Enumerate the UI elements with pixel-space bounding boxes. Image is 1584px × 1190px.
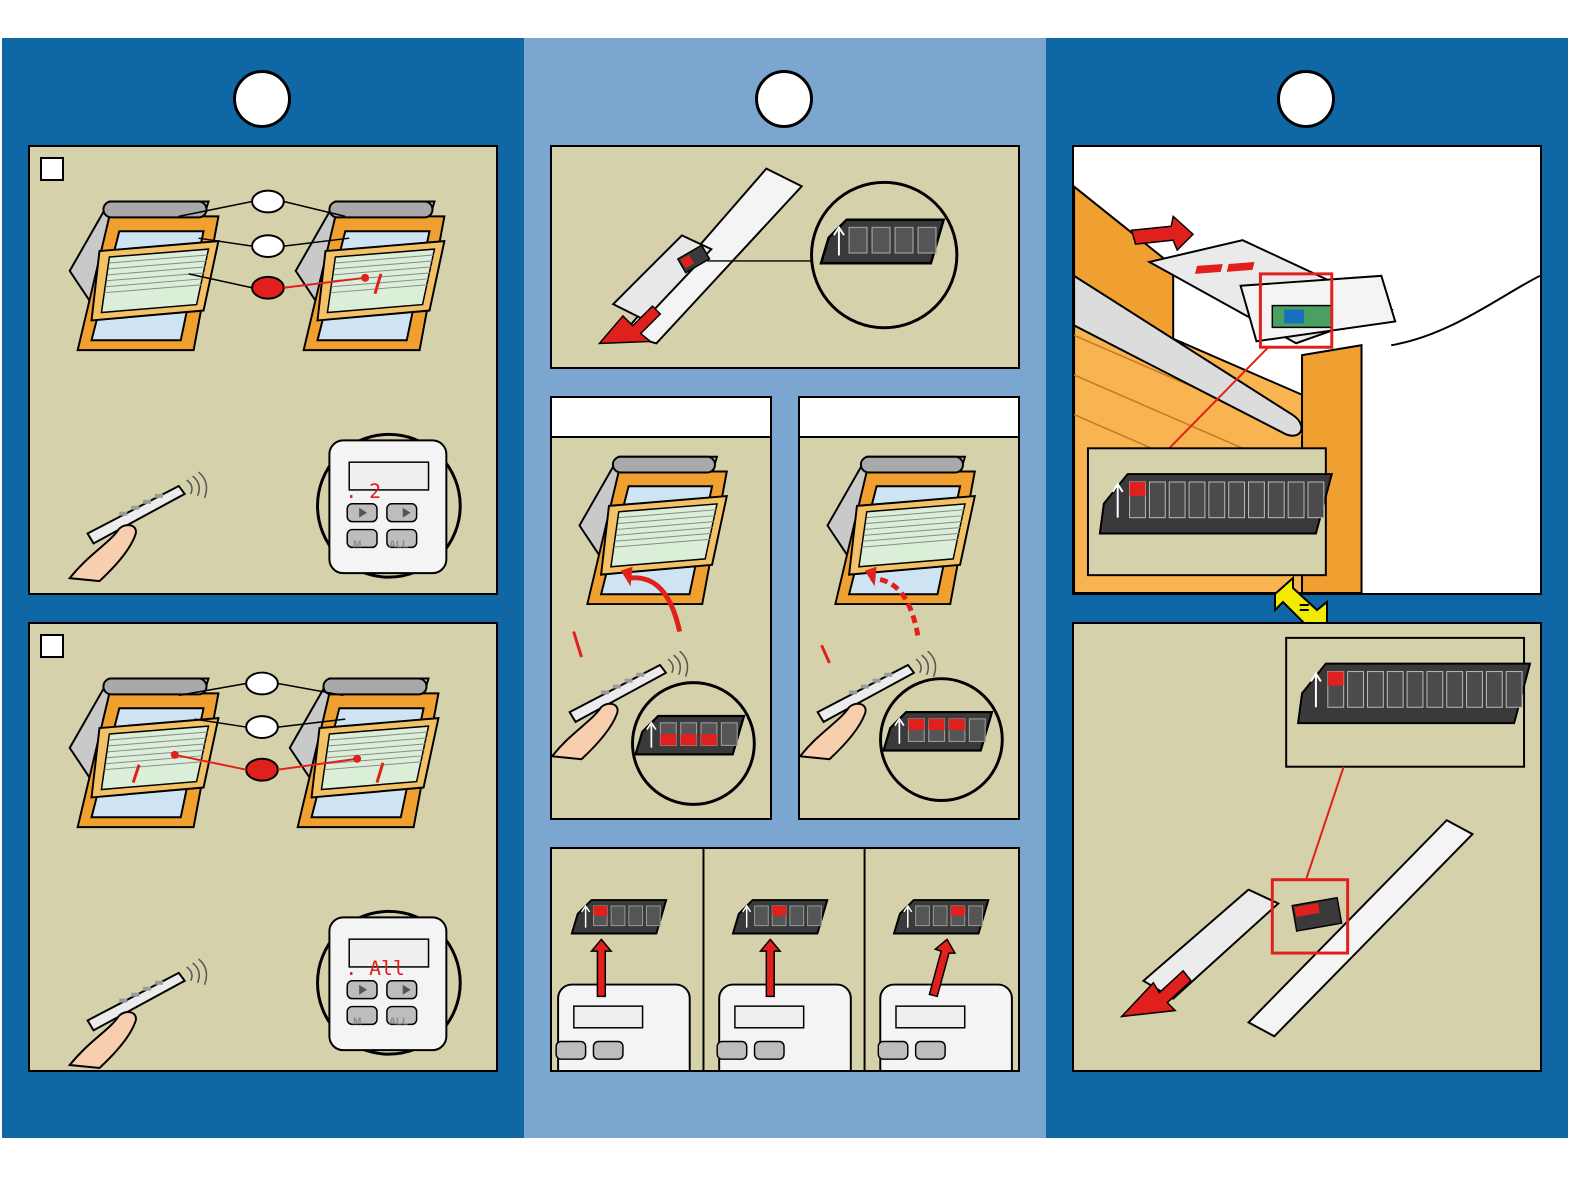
key-all-label: ALL bbox=[389, 539, 408, 550]
step-2-open-remote-panel bbox=[550, 145, 1020, 369]
step-1a-illustration: . 2 M ALL bbox=[30, 147, 496, 593]
callout-oval-b1 bbox=[246, 673, 278, 695]
key-all-label-b: ALL bbox=[389, 1016, 408, 1027]
step-3-circle bbox=[1277, 70, 1335, 128]
hand-remote-b bbox=[70, 959, 207, 1068]
switch-cell-1 bbox=[556, 900, 690, 1070]
equal-sign: = bbox=[1299, 598, 1310, 618]
step-1b-panel: . All M ALL bbox=[28, 622, 498, 1072]
hand-remote-a bbox=[70, 472, 207, 581]
step-1-column: . 2 M ALL . All M ALL bbox=[2, 38, 524, 1138]
key-m-label-b: M bbox=[353, 1016, 361, 1027]
step-2-mid-left-panel bbox=[550, 396, 772, 820]
window-left-b bbox=[70, 679, 219, 828]
bottom-switch-illustrations bbox=[552, 849, 1018, 1070]
key-m-label: M bbox=[353, 539, 361, 550]
step-1-circle bbox=[233, 70, 291, 128]
mid-left-illustration bbox=[552, 398, 770, 818]
display-bottom-text: . All bbox=[345, 957, 405, 980]
step-2-circle bbox=[755, 70, 813, 128]
switch-cell-2 bbox=[717, 900, 851, 1070]
motor-unit-illustration bbox=[1074, 147, 1540, 593]
switch-cell-3 bbox=[878, 900, 1012, 1070]
zoom-remote-a bbox=[318, 434, 461, 577]
callout-oval-b-red bbox=[246, 759, 278, 781]
window-right-b bbox=[290, 679, 439, 828]
display-top-text: . 2 bbox=[345, 480, 381, 503]
mid-right-illustration bbox=[800, 398, 1018, 818]
window-right bbox=[296, 202, 445, 351]
step-1b-illustration: . All M ALL bbox=[30, 624, 496, 1070]
callout-oval-red bbox=[252, 277, 284, 299]
step-3-remote-panel bbox=[1072, 622, 1542, 1072]
open-remote-illustration bbox=[552, 147, 1018, 367]
step-1a-panel: . 2 M ALL bbox=[28, 145, 498, 595]
step-3-motor-panel bbox=[1072, 145, 1542, 595]
step-2-column bbox=[524, 38, 1046, 1138]
callout-oval-b2 bbox=[246, 716, 278, 738]
callout-oval-2 bbox=[252, 235, 284, 257]
step-2-mid-right-panel bbox=[798, 396, 1020, 820]
step-2-bottom-panel bbox=[550, 847, 1020, 1072]
step-3-column: = bbox=[1046, 38, 1568, 1138]
zoom-remote-b bbox=[318, 911, 461, 1054]
remote-switch-illustration bbox=[1074, 624, 1540, 1070]
callout-oval-1 bbox=[252, 191, 284, 213]
